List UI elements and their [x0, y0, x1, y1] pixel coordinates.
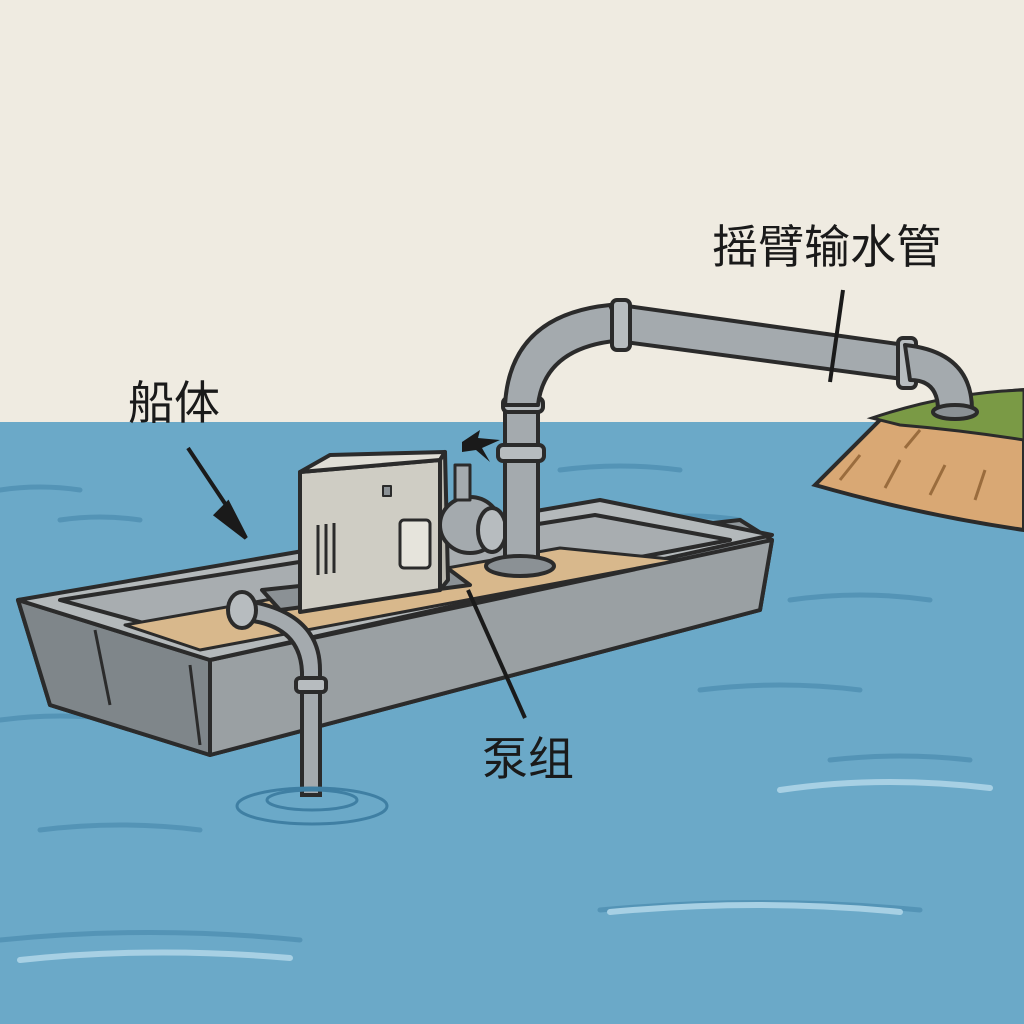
arm-pipe-label: 摇臂输水管 — [712, 220, 942, 274]
pump-set-label: 泵组 — [482, 732, 574, 786]
water-highlights — [17, 778, 993, 963]
river-bank — [811, 387, 1024, 533]
suction-ripples — [235, 786, 389, 826]
pump-pointer-line — [466, 589, 527, 719]
arm-pipe — [484, 298, 979, 578]
pump-set — [260, 450, 508, 614]
hull-pointer-arrow — [186, 446, 248, 540]
hull-label: 船体 — [128, 376, 220, 430]
flow-arrow-icon — [462, 430, 500, 462]
arm-pipe-pointer — [828, 289, 845, 383]
suction-pipe — [226, 590, 328, 797]
